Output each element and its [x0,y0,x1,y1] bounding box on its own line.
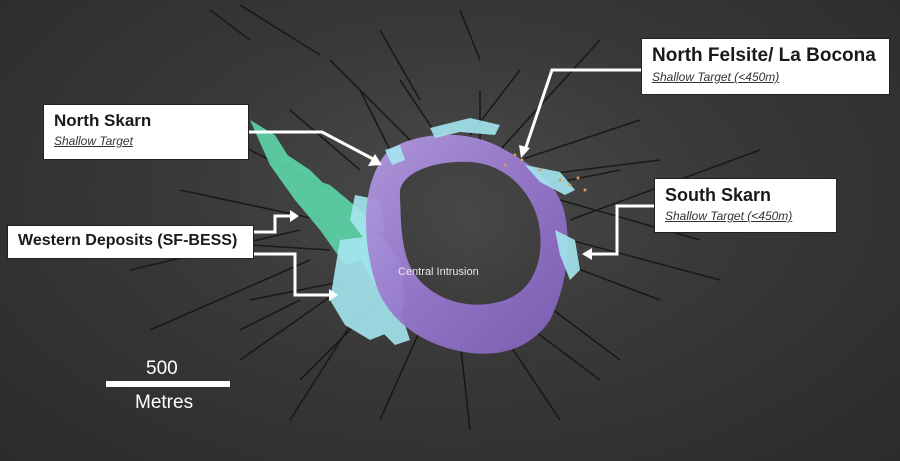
callout-subtitle: Shallow Target [54,134,133,148]
callout-title: North Skarn [54,111,152,130]
arrow-north-felsite [523,68,641,151]
arrow-heads [290,145,592,301]
arrow-north-skarn [249,130,376,162]
callout-title: North Felsite/ La Bocona [652,45,876,66]
callout-subtitle: Shallow Target (<450m) [652,70,780,84]
mineral-specks [503,153,587,192]
central-intrusion-body [366,134,568,354]
central-intrusion-label: Central Intrusion [398,266,479,278]
callout-title: South Skarn [665,185,772,205]
arrow-south-skarn [590,204,654,256]
callout-north-felsite: North Felsite/ La Bocona Shallow Target … [641,38,890,95]
callout-subtitle: Shallow Target (<450m) [665,209,793,223]
callout-arrows [249,68,654,297]
scale-bar-unit: Metres [135,392,194,413]
rim-mineralisation [385,118,580,280]
callout-western-deposits: Western Deposits (SF-BESS) [7,225,254,259]
arrow-western-lower [254,252,330,297]
callout-title: Western Deposits (SF-BESS) [18,232,238,249]
scale-bar-value: 500 [146,358,178,379]
callout-south-skarn: South Skarn Shallow Target (<450m) [654,178,837,233]
scale-bar [106,381,230,387]
callout-north-skarn: North Skarn Shallow Target [43,104,249,160]
arrow-western-upper [254,214,292,234]
intrusion-center [399,161,541,305]
